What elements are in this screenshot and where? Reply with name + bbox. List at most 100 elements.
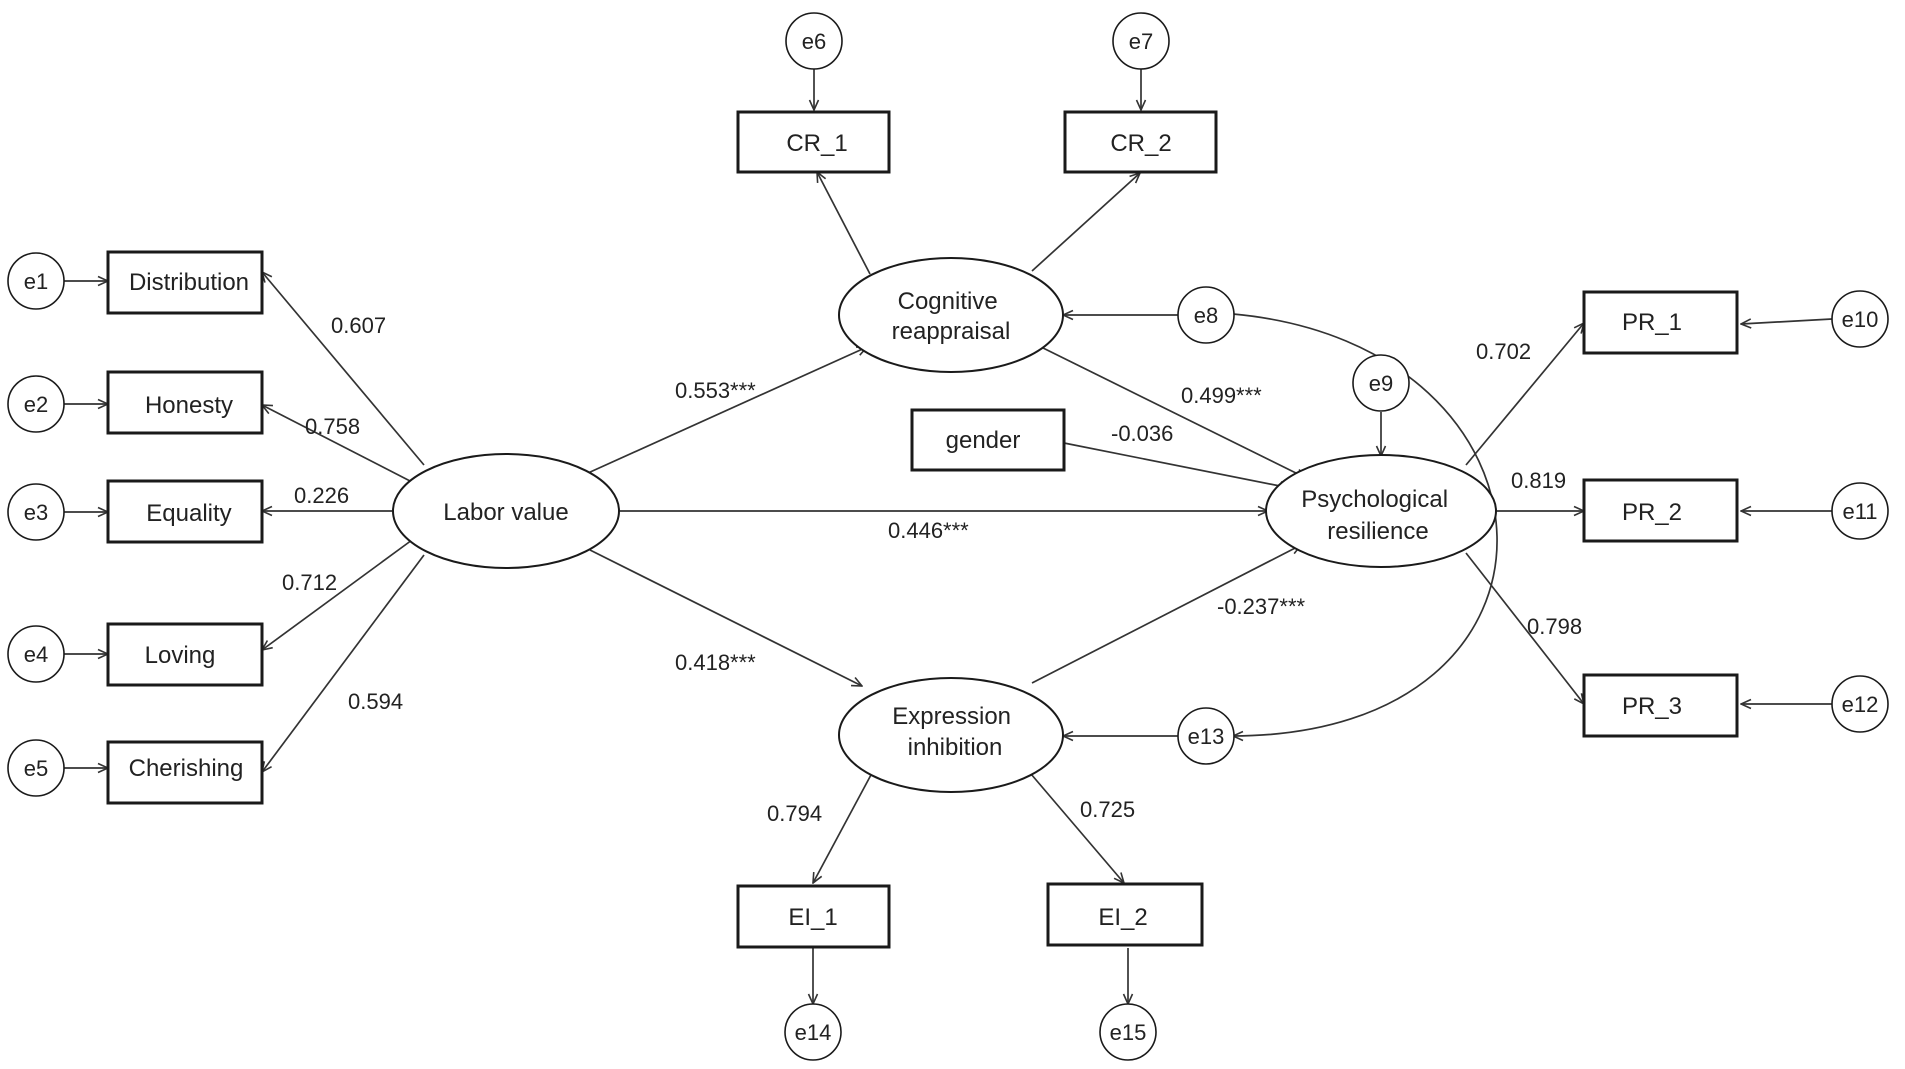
error-e3-label: e3	[24, 500, 48, 525]
path-lv-honesty	[262, 405, 413, 483]
observed-cr1: CR_1	[736, 110, 891, 174]
path-ei-pr	[1031, 545, 1301, 684]
path-ei-ei1	[813, 772, 873, 883]
observed-distribution-label: Distribution	[129, 269, 249, 296]
coef-ei-ei1: 0.794	[767, 801, 822, 826]
error-e13-label: e13	[1188, 724, 1225, 749]
error-e8-label: e8	[1194, 303, 1218, 328]
observed-pr3: PR_3	[1582, 673, 1739, 738]
error-e7-label: e7	[1129, 29, 1153, 54]
observed-cr1-label: CR_1	[786, 130, 847, 157]
latent-expression-inhibition-label-line2: inhibition	[908, 734, 1003, 761]
observed-gender-label: gender	[946, 427, 1021, 454]
coef-lv-honesty: 0.758	[305, 414, 360, 439]
error-e6: e6	[785, 12, 843, 70]
coef-ei-pr: -0.237***	[1217, 594, 1306, 619]
latent-cognitive-reappraisal-label-line1: Cognitive	[898, 288, 998, 315]
error-e2-label: e2	[24, 392, 48, 417]
observed-distribution: Distribution	[106, 250, 264, 315]
path-lv-loving	[262, 539, 413, 650]
coef-lv-distribution: 0.607	[331, 313, 386, 338]
coef-lv-equality: 0.226	[294, 483, 349, 508]
observed-ei2: EI_2	[1046, 882, 1204, 947]
coefficient-labels: 0.607 0.758 0.226 0.712 0.594 0.553*** 0…	[282, 313, 1582, 826]
error-e5: e5	[7, 739, 65, 797]
latent-psychological-resilience-label-line2: resilience	[1327, 518, 1428, 545]
coef-ei-ei2: 0.725	[1080, 797, 1135, 822]
error-e4-label: e4	[24, 642, 48, 667]
observed-cr2-label: CR_2	[1110, 130, 1171, 157]
error-e15-label: e15	[1110, 1020, 1147, 1045]
error-e14-label: e14	[795, 1020, 832, 1045]
path-e8-e13-covariance	[1233, 314, 1498, 736]
error-e6-label: e6	[802, 29, 826, 54]
error-e12: e12	[1831, 675, 1889, 733]
observed-ei2-label: EI_2	[1098, 904, 1147, 931]
path-cr-pr	[1036, 344, 1306, 478]
path-lv-cherishing	[262, 554, 425, 772]
coef-lv-ei: 0.418***	[675, 650, 756, 675]
error-e7: e7	[1112, 12, 1170, 70]
observed-pr1: PR_1	[1582, 290, 1739, 355]
path-gender-pr	[1063, 442, 1290, 488]
latent-cognitive-reappraisal: Cognitive reappraisal	[838, 257, 1064, 373]
observed-pr2-label: PR_2	[1622, 499, 1682, 526]
latent-cognitive-reappraisal-label-line2: reappraisal	[892, 318, 1011, 345]
coef-lv-cr: 0.553***	[675, 378, 756, 403]
error-e10: e10	[1831, 290, 1889, 348]
coef-pr-pr3: 0.798	[1527, 614, 1582, 639]
observed-cherishing: Cherishing	[106, 740, 264, 805]
observed-cherishing-label: Cherishing	[129, 755, 244, 782]
latent-labor-value-label: Labor value	[443, 499, 568, 526]
coef-pr-pr1: 0.702	[1476, 339, 1531, 364]
latent-labor-value: Labor value	[392, 453, 620, 569]
error-e5-label: e5	[24, 756, 48, 781]
error-e9-label: e9	[1369, 371, 1393, 396]
observed-honesty-label: Honesty	[145, 392, 233, 419]
latent-expression-inhibition: Expression inhibition	[838, 677, 1064, 793]
observed-pr2: PR_2	[1582, 478, 1739, 543]
observed-honesty: Honesty	[106, 370, 264, 435]
error-e10-label: e10	[1842, 307, 1879, 332]
error-e11: e11	[1831, 482, 1889, 540]
error-e12-label: e12	[1842, 692, 1879, 717]
error-e3: e3	[7, 483, 65, 541]
error-e13: e13	[1177, 707, 1235, 765]
observed-loving: Loving	[106, 622, 264, 687]
coef-lv-pr: 0.446***	[888, 518, 969, 543]
coef-pr-pr2: 0.819	[1511, 468, 1566, 493]
error-e14: e14	[784, 1003, 842, 1061]
coef-lv-loving: 0.712	[282, 570, 337, 595]
error-e11-label: e11	[1842, 499, 1877, 524]
observed-ei1: EI_1	[736, 884, 891, 949]
error-e9: e9	[1352, 354, 1410, 412]
error-e1: e1	[7, 252, 65, 310]
coef-cr-pr: 0.499***	[1181, 383, 1262, 408]
error-e15: e15	[1099, 1003, 1157, 1061]
observed-ei1-label: EI_1	[788, 904, 837, 931]
paths	[64, 69, 1833, 1004]
path-lv-ei	[589, 549, 862, 686]
latent-psychological-resilience: Psychological resilience	[1265, 454, 1497, 568]
error-e2: e2	[7, 375, 65, 433]
path-cr-cr2	[1031, 173, 1140, 272]
path-pr-pr1	[1465, 323, 1584, 466]
svg-text:Expression inhibition: Expression inhibition	[892, 703, 1017, 761]
coef-gender-pr: -0.036	[1111, 421, 1173, 446]
observed-loving-label: Loving	[145, 642, 216, 669]
latent-psychological-resilience-label-line1: Psychological	[1301, 486, 1448, 513]
observed-pr1-label: PR_1	[1622, 309, 1682, 336]
observed-gender: gender	[910, 408, 1066, 472]
svg-text:Cognitive reappraisal: Cognitive reappraisal	[892, 288, 1011, 345]
observed-cr2: CR_2	[1063, 110, 1218, 174]
path-cr-cr1	[817, 172, 871, 275]
observed-equality: Equality	[106, 479, 264, 544]
svg-text:Psychological resilience: Psychological resilience	[1301, 486, 1454, 545]
path-e10-pr1	[1741, 318, 1833, 324]
error-e1-label: e1	[24, 269, 48, 294]
path-ei-ei2	[1030, 773, 1124, 883]
path-pr-pr3	[1465, 552, 1584, 704]
error-e4: e4	[7, 625, 65, 683]
observed-pr3-label: PR_3	[1622, 693, 1682, 720]
